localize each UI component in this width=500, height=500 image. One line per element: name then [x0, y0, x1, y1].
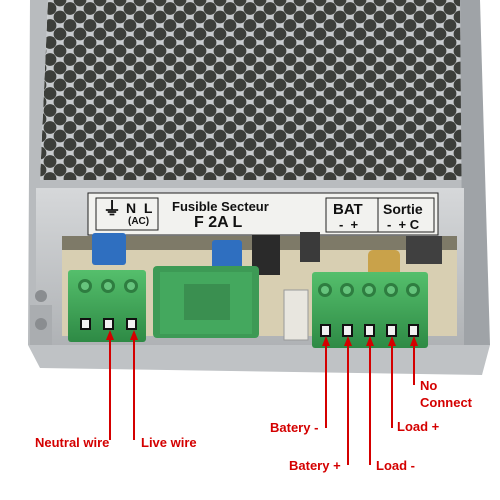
load-minus-label: Load - [376, 458, 415, 473]
neutral-wire-label: Neutral wire [35, 435, 110, 450]
dc-terminal-block [312, 272, 428, 348]
ac-marking: (AC) [128, 216, 150, 227]
bat-marking: BAT [333, 201, 363, 218]
ac-terminal-block [68, 270, 146, 342]
live-wire-label: Live wire [141, 435, 197, 450]
no-connect-label-line2: Connect [420, 395, 472, 410]
load-plus-label: Load + [397, 419, 440, 434]
side-panel [460, 0, 490, 360]
screw [35, 318, 47, 330]
battery-minus-label: Batery - [270, 420, 319, 435]
white-connector [283, 289, 309, 341]
sortie-marking: Sortie [383, 201, 423, 217]
bat-polarity: - + [339, 217, 359, 232]
blue-capacitor [212, 240, 242, 272]
perforated-cover [40, 0, 462, 180]
screw [35, 290, 47, 302]
ground-symbol: ⏚ [103, 199, 121, 219]
base-plate [28, 345, 490, 375]
neutral-live-marking: N L [126, 200, 153, 216]
no-connect-label-line1: No [420, 378, 438, 393]
sortie-polarity: - + C [387, 217, 420, 232]
fuse-rating: F 2A L [194, 214, 243, 231]
fuse-title: Fusible Secteur [172, 199, 269, 214]
blue-capacitor [92, 233, 126, 265]
leader-lines [106, 330, 418, 465]
battery-plus-label: Batery + [289, 458, 341, 473]
